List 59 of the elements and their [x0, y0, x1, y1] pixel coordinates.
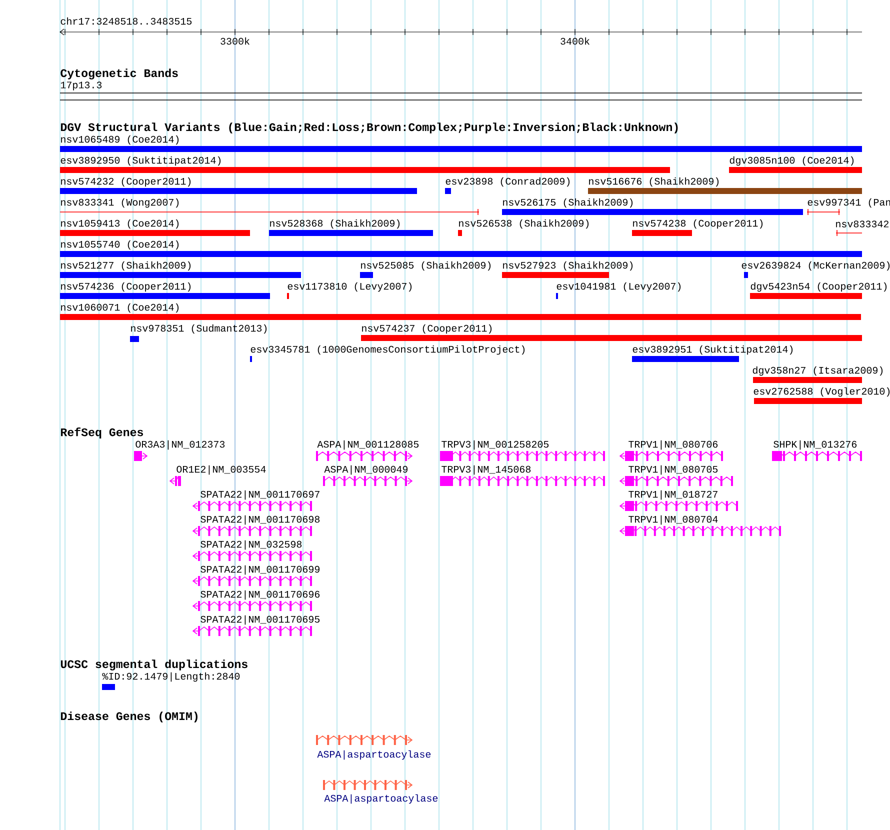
variant-label: esv3892950 (Suktitipat2014) — [60, 156, 221, 166]
variant-label: dgv3085n100 (Coe2014) — [730, 156, 854, 166]
disease-gene-label: ASPA|aspartoacylase — [317, 750, 431, 760]
variant-label: nsv833342 — [836, 220, 888, 228]
variant-label: nsv574238 (Cooper2011) — [633, 219, 763, 229]
variant-label: esv997341 (Pan — [808, 198, 890, 208]
gene-label: OR3A3|NM_012373 — [136, 440, 225, 450]
gene-label: TRPV3|NM_145068 — [442, 465, 531, 475]
variant-label: nsv526175 (Shaikh2009) — [503, 198, 633, 208]
variant-label: nsv526538 (Shaikh2009) — [459, 219, 589, 229]
variant-label: nsv527923 (Shaikh2009) — [503, 261, 633, 271]
variant-label: esv1173810 (Levy2007) — [288, 282, 412, 292]
variant-label: nsv1060071 (Coe2014) — [61, 303, 179, 313]
variant-label: nsv1055740 (Coe2014) — [61, 240, 179, 250]
variant-label: esv1041981 (Levy2007) — [556, 282, 681, 292]
gene-label: TRPV3|NM_001258205 — [442, 440, 549, 450]
variant-label: esv3345781 (1000GenomesConsortiumPilotProject) — [250, 345, 525, 355]
track-heading: UCSC segmental duplications — [60, 660, 248, 670]
track-heading: RefSeq Genes — [61, 428, 144, 438]
gene-label: OR1E2|NM_003554 — [176, 465, 266, 475]
variant-label: nsv978351 (Sudmant2013) — [131, 324, 267, 334]
variant-label: nsv1059413 (Coe2014) — [61, 219, 179, 229]
gene-label: TRPV1|NM_080704 — [628, 515, 718, 525]
gene-label: ASPA|NM_000049 — [324, 465, 408, 475]
position-label: chr17:3248518..3483515 — [60, 17, 192, 25]
scale-label: 3400k — [560, 37, 590, 45]
gene-label: SPATA22|NM_001170696 — [200, 590, 320, 600]
gene-label: SPATA22|NM_001170698 — [200, 515, 320, 525]
gene-label: SPATA22|NM_001170697 — [200, 490, 320, 500]
variant-label: nsv1065489 (Coe2014) — [61, 135, 179, 145]
gene-label: SPATA22|NM_001170695 — [200, 615, 320, 625]
gene-label: ASPA|NM_001128085 — [317, 440, 419, 450]
variant-label: dgv358n27 (Itsara2009) — [752, 366, 883, 376]
variant-label: esv2762588 (Vogler2010) — [754, 387, 890, 397]
variant-label: dgv5423n54 (Cooper2011) — [750, 282, 887, 292]
track-heading: DGV Structural Variants (Blue:Gain;Red:Loss;Brown:Complex;Purple:Inversion;Black:Unknown) — [60, 122, 678, 134]
gene-label: SPATA22|NM_032598 — [200, 540, 302, 550]
duplication-label: %ID:92.1479|Length:2840 — [102, 672, 240, 682]
disease-gene-label: ASPA|aspartoacylase — [324, 794, 438, 804]
gene-label: TRPV1|NM_080705 — [628, 465, 718, 475]
variant-label: nsv833341 (Wong2007) — [61, 198, 179, 208]
track-heading: Disease Genes (OMIM) — [60, 712, 198, 722]
variant-label: nsv574237 (Cooper2011) — [362, 324, 492, 334]
variant-label: nsv525085 (Shaikh2009) — [361, 261, 491, 271]
variant-label: nsv574232 (Cooper2011) — [61, 177, 191, 187]
variant-label: nsv521277 (Shaikh2009) — [61, 261, 191, 271]
gene-label: TRPV1|NM_018727 — [628, 490, 718, 500]
track-heading: Cytogenetic Bands — [60, 68, 178, 80]
gene-label: SHPK|NM_013276 — [774, 440, 857, 450]
scale-label: 3300k — [220, 37, 250, 45]
variant-label: esv23898 (Conrad2009) — [446, 177, 570, 187]
variant-label: nsv516676 (Shaikh2009) — [589, 177, 719, 187]
variant-label: nsv574236 (Cooper2011) — [61, 282, 191, 292]
gene-label: SPATA22|NM_001170699 — [200, 565, 320, 575]
variant-label: nsv528368 (Shaikh2009) — [270, 219, 400, 229]
variant-label: esv2639824 (McKernan2009) — [742, 261, 890, 271]
gene-label: TRPV1|NM_080706 — [628, 440, 718, 450]
position-label: 17p13.3 — [60, 82, 102, 90]
variant-label: esv3892951 (Suktitipat2014) — [632, 345, 793, 355]
